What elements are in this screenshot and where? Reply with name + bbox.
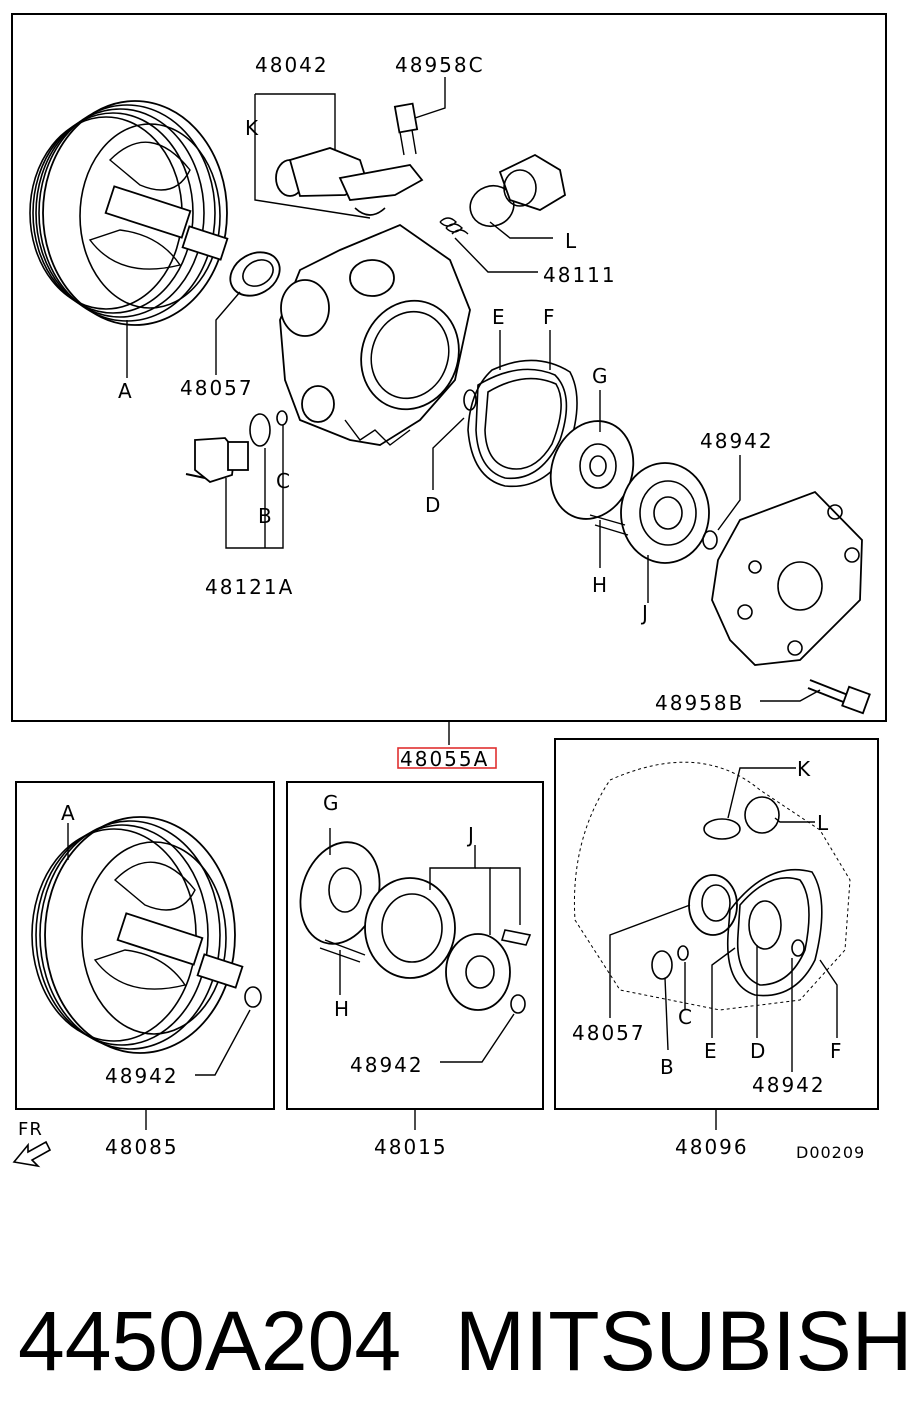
kit2-callout-g: G	[323, 791, 341, 815]
callout-a: A	[118, 379, 134, 403]
callout-48042: 48042	[255, 53, 329, 77]
kit2-part-number[interactable]: 48015	[374, 1135, 448, 1159]
kit3-part-number[interactable]: 48096	[675, 1135, 749, 1159]
oil-seal-illustration	[229, 251, 281, 297]
leader-lines	[126, 77, 821, 702]
diagram-code: D00209	[796, 1143, 865, 1162]
callout-48958b: 48958B	[655, 691, 744, 715]
pump-body-illustration	[279, 223, 471, 446]
cam-ring-illustration	[589, 462, 710, 564]
kit-panel-cartridge: G J H 48942	[286, 781, 544, 1110]
kit2-callout-48942: 48942	[350, 1053, 424, 1077]
kit3-callout-e: E	[704, 1039, 719, 1063]
callout-b: B	[258, 504, 274, 528]
callout-c: C	[276, 469, 292, 493]
kit3-callout-48942: 48942	[752, 1073, 826, 1097]
union-fitting-illustration	[469, 153, 567, 228]
front-arrow-icon	[12, 1140, 52, 1168]
kit2-callout-j: J	[466, 823, 476, 847]
main-assembly-panel: 48042 48958C K L 48111 48057 A E F G 489…	[11, 13, 887, 722]
footer-brand: MITSUBISHI	[455, 1294, 909, 1388]
callout-f: F	[543, 305, 557, 329]
kit3-callout-48057: 48057	[572, 1021, 646, 1045]
kit1-callout-a: A	[61, 801, 77, 825]
main-part-number[interactable]: 48055A	[400, 747, 489, 771]
hose-fitting-illustration	[275, 147, 424, 216]
callout-d: D	[425, 493, 442, 517]
bolt-large-illustration	[807, 679, 871, 715]
bolt-small-illustration	[393, 102, 419, 156]
gasket-illustration	[463, 359, 578, 488]
callout-48958c: 48958C	[395, 53, 485, 77]
footer-part-code: 4450A204	[18, 1294, 401, 1388]
callout-l: L	[565, 229, 578, 253]
callout-k: K	[245, 116, 260, 140]
kit1-part-number[interactable]: 48085	[105, 1135, 179, 1159]
kit-panel-seal-kit: K L 48057 C B E D F 48942	[554, 738, 879, 1110]
kit3-callout-k: K	[797, 757, 812, 781]
kit3-callout-d: D	[750, 1039, 767, 1063]
callout-j: J	[640, 601, 650, 625]
callout-48111: 48111	[543, 263, 617, 287]
pulley-illustration	[29, 100, 229, 326]
callout-e: E	[492, 305, 507, 329]
kit3-callout-c: C	[678, 1005, 694, 1029]
callout-h: H	[592, 573, 609, 597]
callout-g: G	[592, 364, 610, 388]
pressure-switch-illustration	[185, 410, 288, 484]
kit1-callout-48942: 48942	[105, 1064, 179, 1088]
callout-48942: 48942	[700, 429, 774, 453]
callout-48121a: 48121A	[205, 575, 294, 599]
kit3-callout-l: L	[817, 811, 830, 835]
kit3-callout-b: B	[660, 1055, 676, 1079]
spring-illustration	[439, 217, 469, 235]
kit2-callout-h: H	[334, 997, 351, 1021]
rear-cover-illustration	[711, 490, 863, 666]
kit-panel-pulley: A 48942	[15, 781, 275, 1110]
highlight-box	[397, 747, 497, 769]
direction-label: FR	[18, 1119, 43, 1140]
callout-48057: 48057	[180, 376, 254, 400]
o-ring-illustration	[702, 530, 718, 550]
kit3-callout-f: F	[830, 1039, 844, 1063]
